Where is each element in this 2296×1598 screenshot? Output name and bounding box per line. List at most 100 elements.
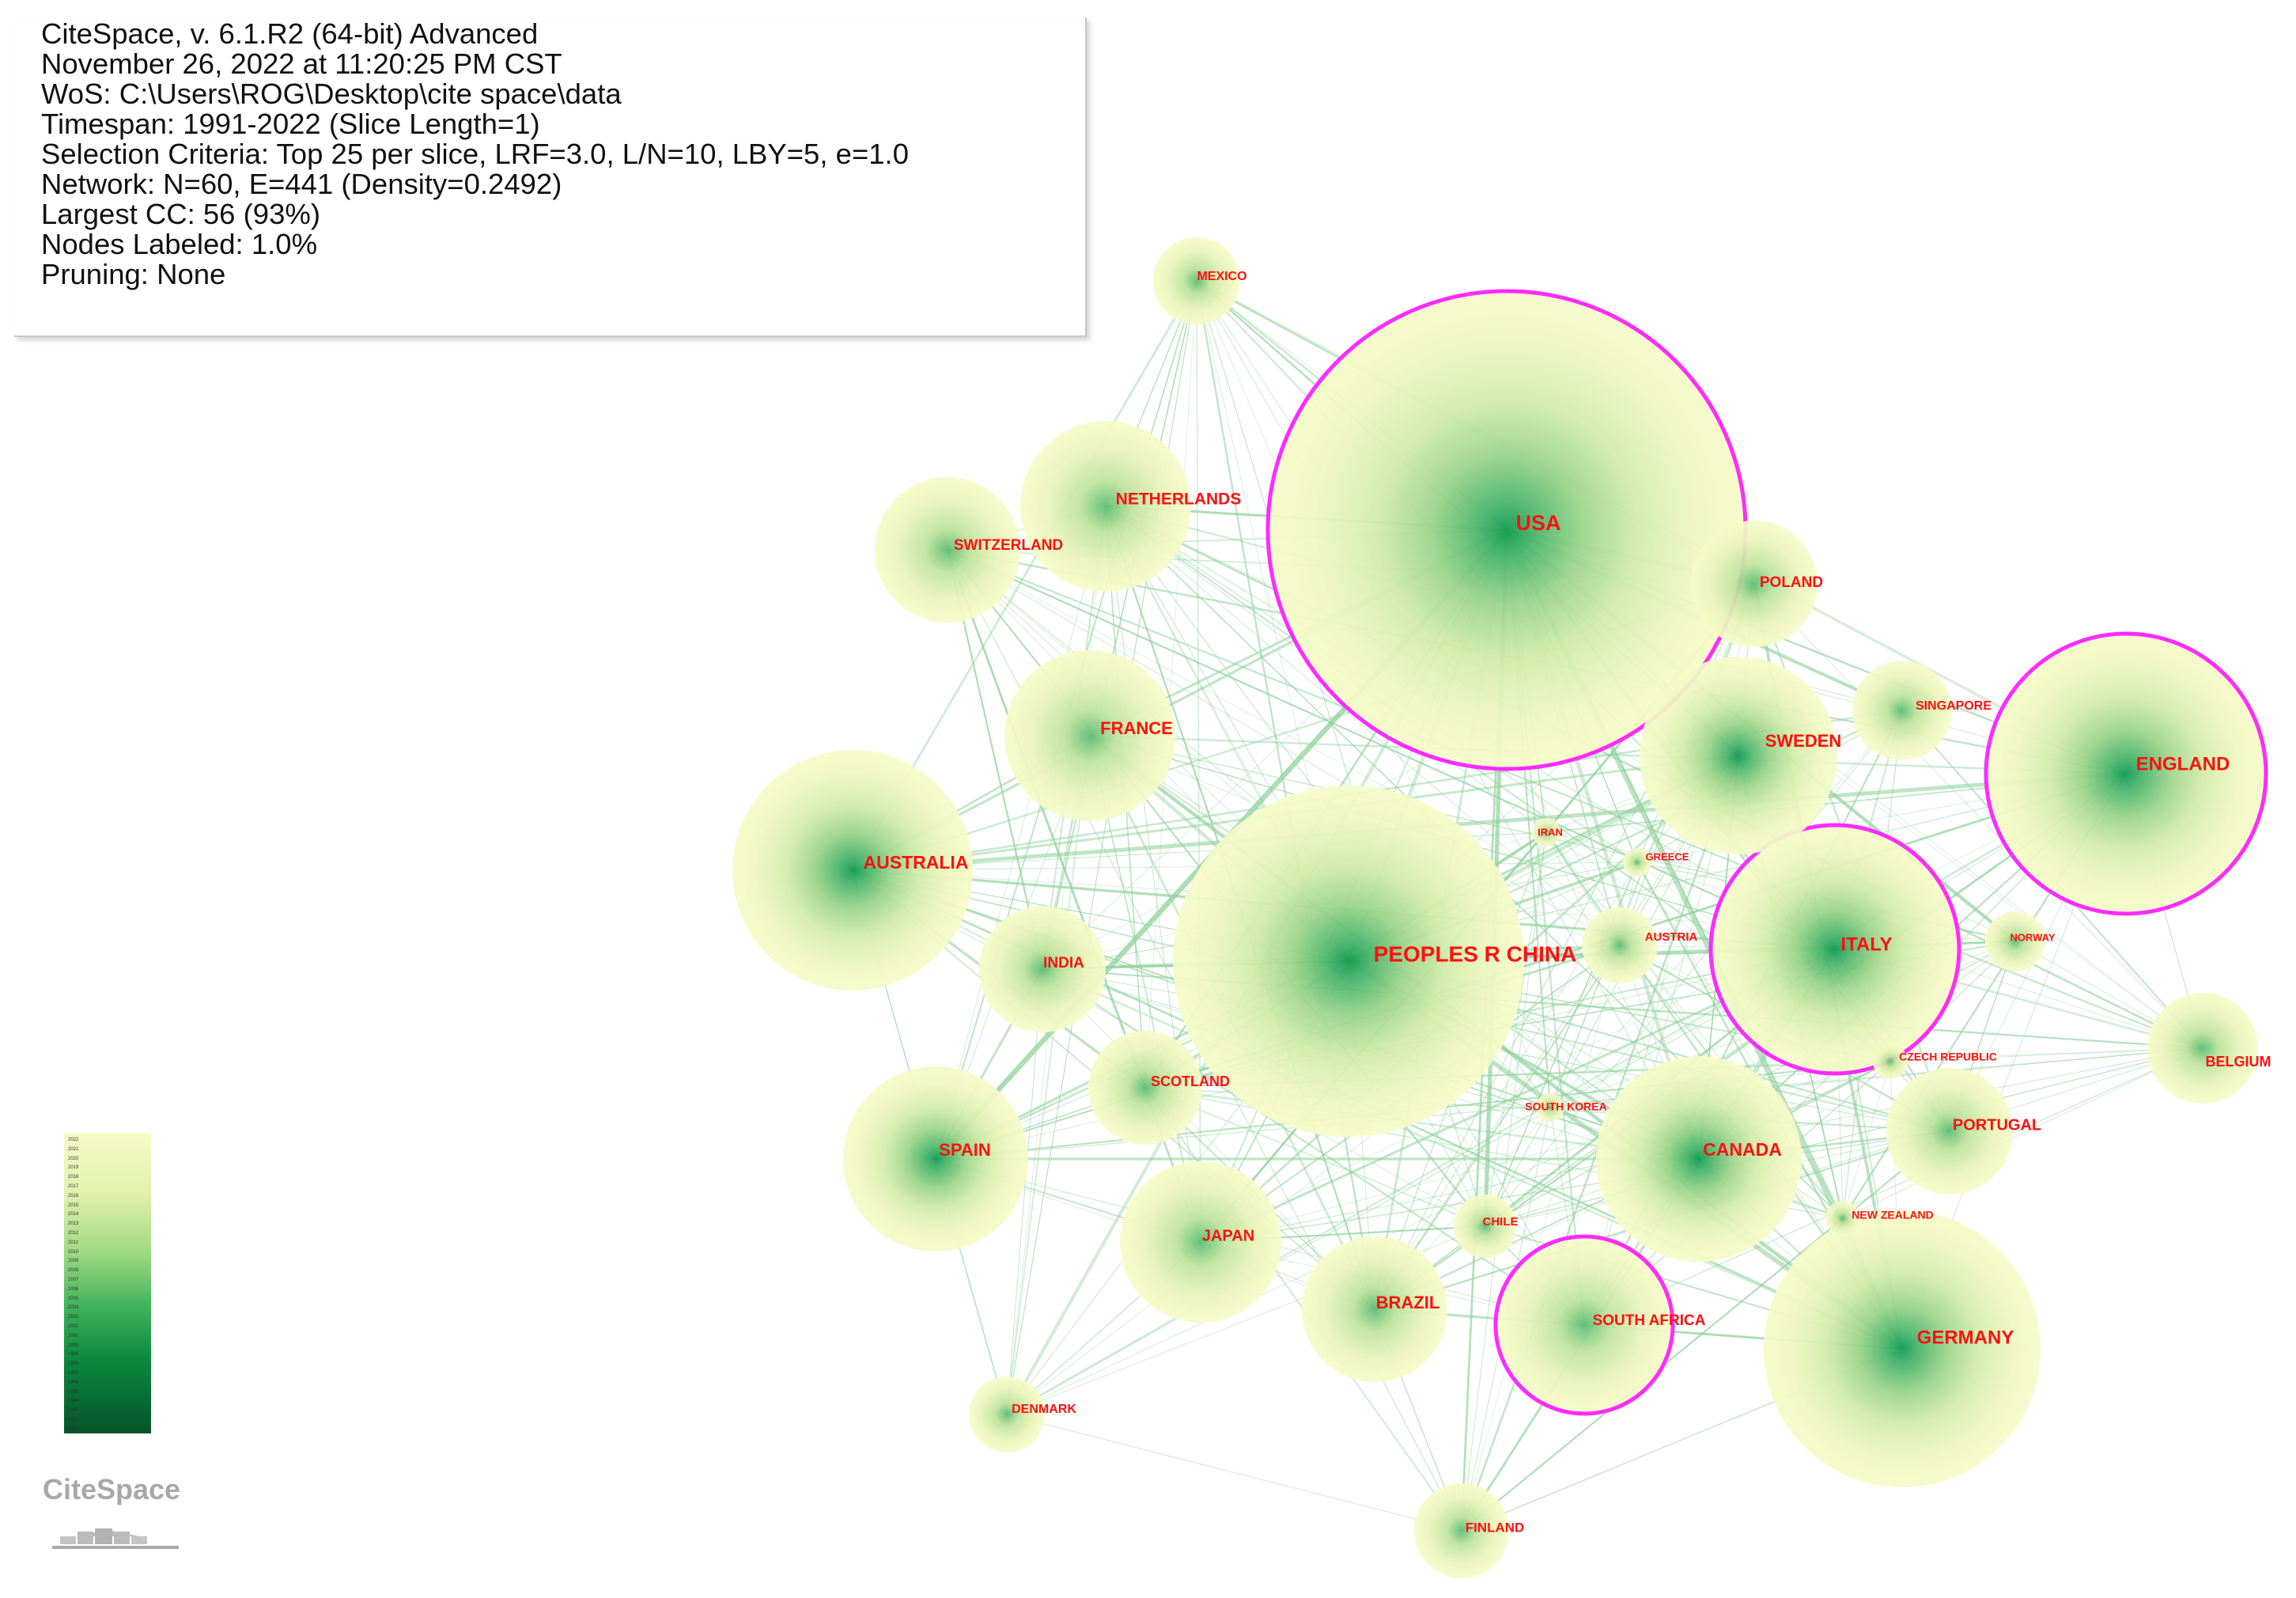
node-label: MEXICO [1197,270,1246,283]
node-czech-republic[interactable] [1873,1044,1908,1079]
edge [1753,583,2203,1049]
node-label: BRAZIL [1376,1293,1440,1312]
node-peoples-r-china[interactable] [1173,786,1524,1137]
edge [1374,755,1739,1310]
legend-tick: 2006 [68,1286,79,1292]
node-greece[interactable] [1623,848,1651,877]
legend-tick: 2010 [68,1249,79,1255]
node-label: NORWAY [2010,931,2055,943]
node-finland[interactable] [1414,1483,1509,1578]
node-label: SOUTH KOREA [1525,1100,1606,1113]
legend-tick: 2005 [68,1296,79,1301]
legend-tick: 2008 [68,1268,79,1274]
node-label: BELGIUM [2206,1054,2271,1070]
node-label: NETHERLANDS [1116,490,1242,509]
edge [1042,968,1585,1326]
node-spain[interactable] [843,1066,1028,1252]
node-sweden[interactable] [1640,657,1837,854]
node-label: POLAND [1760,574,1823,591]
node-singapore[interactable] [1852,661,1952,760]
edge [1200,1130,1950,1243]
node-usa[interactable] [1269,293,1744,767]
info-line: Nodes Labeled: 1.0% [41,228,318,260]
node-england[interactable] [1988,635,2264,912]
node-poland[interactable] [1691,521,1818,647]
edge [1485,831,1547,1227]
legend-tick: 1995 [68,1389,79,1395]
info-line: Network: N=60, E=441 (Density=0.2492) [41,168,562,200]
edge [1042,280,1197,970]
info-line: CiteSpace, v. 6.1.R2 (64-bit) Advanced [41,17,539,50]
node-south-korea[interactable] [1536,1093,1564,1122]
node-south-africa[interactable] [1497,1238,1671,1412]
burst-ring [1708,823,1961,1076]
node-label: FRANCE [1100,718,1173,738]
node-label: SINGAPORE [1916,699,1992,713]
edge [1006,968,1043,1415]
node-japan[interactable] [1120,1161,1281,1323]
legend-tick: 1992 [68,1417,79,1422]
node-chile[interactable] [1454,1195,1517,1258]
edge [1089,735,1201,1243]
node-switzerland[interactable] [875,477,1020,623]
legend-tick: 2018 [68,1175,79,1180]
edge [1200,773,2127,1243]
node-label: CZECH REPUBLIC [1899,1051,1997,1063]
legend-tick: 2014 [68,1212,79,1217]
node-label: SWITZERLAND [954,537,1063,554]
node-netherlands[interactable] [1020,421,1191,592]
edge [1461,945,1621,1532]
node-brazil[interactable] [1302,1236,1447,1382]
legend-tick: 1998 [68,1361,79,1367]
node-austria[interactable] [1582,907,1658,983]
edge [1042,968,1375,1310]
node-belgium[interactable] [2147,993,2258,1104]
legend-tick: 1996 [68,1380,79,1385]
legend-tick: 2022 [68,1138,79,1142]
node-label: SPAIN [939,1140,991,1160]
edge [947,549,1836,950]
edge [1006,1414,1462,1532]
node-scotland[interactable] [1088,1031,1202,1145]
node-australia[interactable] [732,750,973,990]
edge [1144,1087,1486,1227]
legend-tick: 2004 [68,1305,79,1311]
edge [1583,1047,2203,1326]
node-portugal[interactable] [1886,1068,2013,1195]
node-france[interactable] [1004,650,1175,821]
node-mexico[interactable] [1153,237,1240,324]
legend-tick: 1993 [68,1408,79,1414]
node-iran[interactable] [1532,818,1560,846]
node-label: FINLAND [1466,1520,1525,1535]
logo-graphic-icon [52,1528,179,1549]
citespace-logo: CiteSpace [28,1473,195,1552]
node-india[interactable] [979,906,1106,1032]
info-line: Timespan: 1991-2022 (Slice Length=1) [41,108,540,140]
legend-tick: 1994 [68,1399,79,1404]
edge [1006,735,1091,1415]
legend-tick: 2013 [68,1221,79,1227]
info-line: Largest CC: 56 (93%) [41,198,320,230]
nodes-layer [732,237,2268,1578]
node-label: GREECE [1646,850,1689,862]
node-new-zealand[interactable] [1825,1201,1860,1236]
node-label: USA [1515,511,1560,535]
node-label: ENGLAND [2136,753,2230,774]
legend-tick: 2019 [68,1165,79,1171]
node-norway[interactable] [1985,911,2045,971]
node-italy[interactable] [1712,827,1957,1072]
edge [947,549,1621,946]
node-label: AUSTRIA [1645,930,1698,944]
node-label: GERMANY [1917,1327,2014,1348]
node-germany[interactable] [1764,1210,2041,1487]
node-denmark[interactable] [969,1376,1045,1452]
legend-tick: 2003 [68,1315,79,1320]
legend-tick: 2020 [68,1156,79,1161]
edge [947,549,1146,1089]
edge [852,771,2127,873]
node-canada[interactable] [1596,1056,1802,1262]
info-line: November 26, 2022 at 11:20:25 PM CST [41,47,562,80]
node-label: SCOTLAND [1151,1074,1230,1089]
